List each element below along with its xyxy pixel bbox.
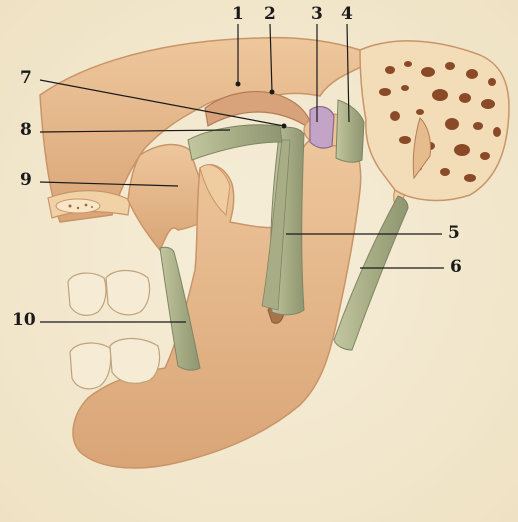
zygoma-cut (56, 199, 100, 213)
label-4: 4 (341, 6, 353, 23)
label-8: 8 (20, 122, 32, 139)
label-6: 6 (450, 259, 462, 276)
label-9: 9 (20, 172, 32, 189)
label-1: 1 (232, 6, 244, 23)
upper-molar-1 (68, 273, 106, 315)
upper-molar-2 (106, 271, 150, 315)
label-7: 7 (20, 70, 32, 87)
label-10: 10 (12, 312, 36, 329)
lower-molar-2 (110, 339, 160, 384)
label-5: 5 (448, 225, 460, 242)
label-2: 2 (264, 6, 276, 23)
lower-molar-1 (70, 343, 111, 389)
label-3: 3 (311, 6, 323, 23)
articular-disc (310, 107, 334, 148)
